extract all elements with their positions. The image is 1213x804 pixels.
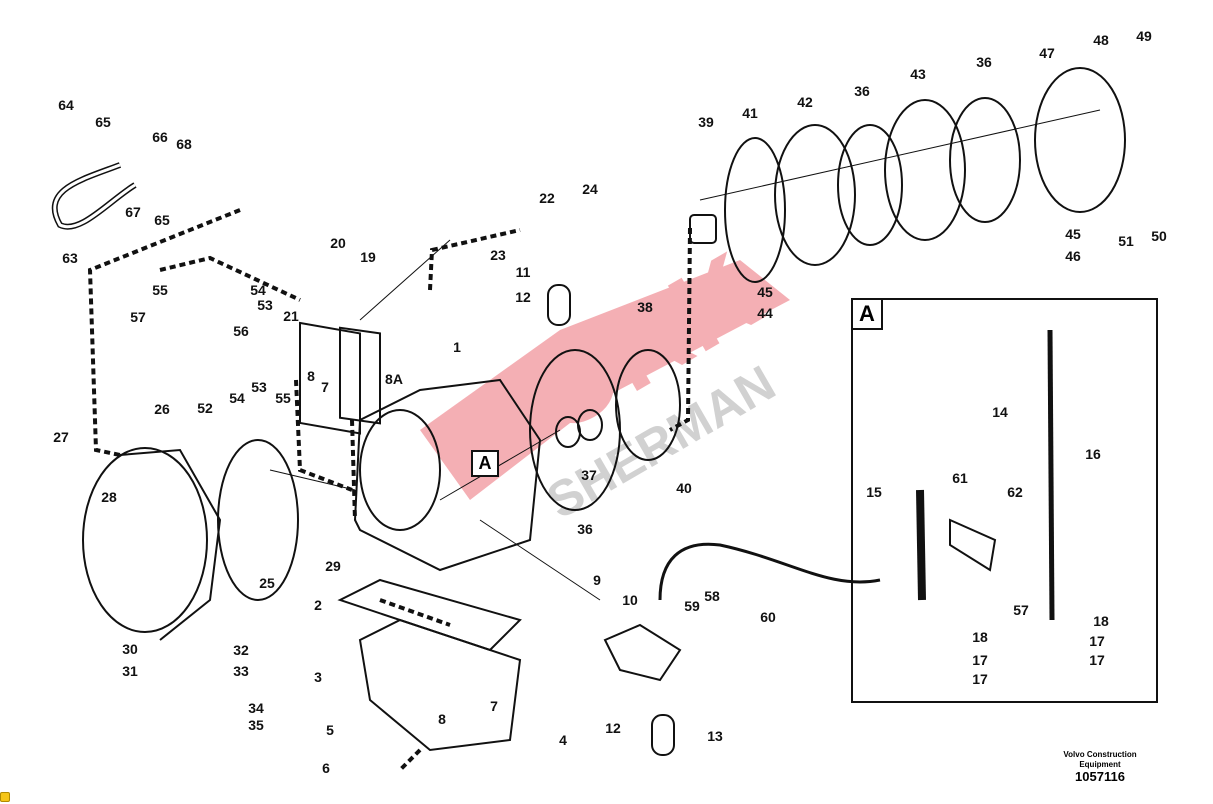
callout-label: 33 [233, 663, 249, 679]
callout-label: 58 [704, 588, 720, 604]
callout-label: 42 [797, 94, 813, 110]
callout-label: 38 [637, 299, 653, 315]
callout-label: 24 [582, 181, 598, 197]
callout-label: 43 [910, 66, 926, 82]
callout-label: 49 [1136, 28, 1152, 44]
callout-label: 45 [1065, 226, 1081, 242]
callout-label: 12 [605, 720, 621, 736]
callout-label: 44 [757, 305, 773, 321]
callout-label: 7 [490, 698, 498, 714]
callout-label: 31 [122, 663, 138, 679]
callout-label: 19 [360, 249, 376, 265]
callout-label: 23 [490, 247, 506, 263]
callout-label: 36 [976, 54, 992, 70]
callout-label: 54 [250, 282, 266, 298]
callout-label: 10 [622, 592, 638, 608]
callout-label: 3 [314, 669, 322, 685]
callout-label: 50 [1151, 228, 1167, 244]
callout-label: 53 [251, 379, 267, 395]
corner-indicator-icon [0, 792, 10, 802]
callout-label: 54 [229, 390, 245, 406]
callout-label: 26 [154, 401, 170, 417]
callout-label: 46 [1065, 248, 1081, 264]
callout-label: 34 [248, 700, 264, 716]
callout-label: 21 [283, 308, 299, 324]
callout-label: 59 [684, 598, 700, 614]
callout-label: 39 [698, 114, 714, 130]
callout-label: 14 [992, 404, 1008, 420]
callout-label: 20 [330, 235, 346, 251]
marker-letter: A [478, 453, 492, 473]
callout-label: 65 [95, 114, 111, 130]
callout-label: 25 [259, 575, 275, 591]
callout-label: 16 [1085, 446, 1101, 462]
callout-label: 29 [325, 558, 341, 574]
callout-label: 35 [248, 717, 264, 733]
callout-label: 8A [385, 371, 403, 387]
callout-label: 55 [275, 390, 291, 406]
callout-label: 28 [101, 489, 117, 505]
callout-label: 32 [233, 642, 249, 658]
callout-label: 51 [1118, 233, 1134, 249]
callout-label: 2 [314, 597, 322, 613]
callout-label: 64 [58, 97, 74, 113]
callout-label: 11 [515, 264, 531, 280]
callout-label: 7 [321, 379, 329, 395]
callout-label: 36 [577, 521, 593, 537]
detail-letter: A [851, 298, 883, 330]
detail-a-marker: A [471, 450, 499, 477]
callout-label: 12 [515, 289, 531, 305]
callout-label: 66 [152, 129, 168, 145]
callout-label: 61 [952, 470, 968, 486]
document-number: 1057116 [1075, 769, 1125, 784]
callout-label: 40 [676, 480, 692, 496]
detail-view-a: A [851, 298, 1158, 703]
callout-label: 48 [1093, 32, 1109, 48]
callout-label: 47 [1039, 45, 1055, 61]
callout-label: 60 [760, 609, 776, 625]
callout-label: 17 [972, 652, 988, 668]
callout-label: 52 [197, 400, 213, 416]
callout-label: 9 [593, 572, 601, 588]
callout-label: 1 [453, 339, 461, 355]
watermark: TORK SHERMAN [420, 229, 790, 530]
callout-label: 8 [438, 711, 446, 727]
callout-label: 62 [1007, 484, 1023, 500]
callout-label: 57 [130, 309, 146, 325]
callout-label: 22 [539, 190, 555, 206]
callout-label: 67 [125, 204, 141, 220]
callout-label: 5 [326, 722, 334, 738]
callout-label: 18 [1093, 613, 1109, 629]
callout-label: 17 [1089, 652, 1105, 668]
callout-label: 68 [176, 136, 192, 152]
callout-label: 41 [742, 105, 758, 121]
credit-text: Volvo Construction Equipment [1063, 750, 1137, 769]
callout-label: 30 [122, 641, 138, 657]
callout-label: 27 [53, 429, 69, 445]
callout-label: 18 [972, 629, 988, 645]
callout-label: 56 [233, 323, 249, 339]
callout-label: 57 [1013, 602, 1029, 618]
callout-label: 8 [307, 368, 315, 384]
callout-label: 13 [707, 728, 723, 744]
callout-label: 17 [1089, 633, 1105, 649]
callout-label: 36 [854, 83, 870, 99]
callout-label: 55 [152, 282, 168, 298]
callout-label: 53 [257, 297, 273, 313]
callout-label: 15 [866, 484, 882, 500]
callout-label: 63 [62, 250, 78, 266]
callout-label: 6 [322, 760, 330, 776]
callout-label: 37 [581, 467, 597, 483]
callout-label: 17 [972, 671, 988, 687]
callout-label: 45 [757, 284, 773, 300]
callout-label: 4 [559, 732, 567, 748]
callout-label: 65 [154, 212, 170, 228]
